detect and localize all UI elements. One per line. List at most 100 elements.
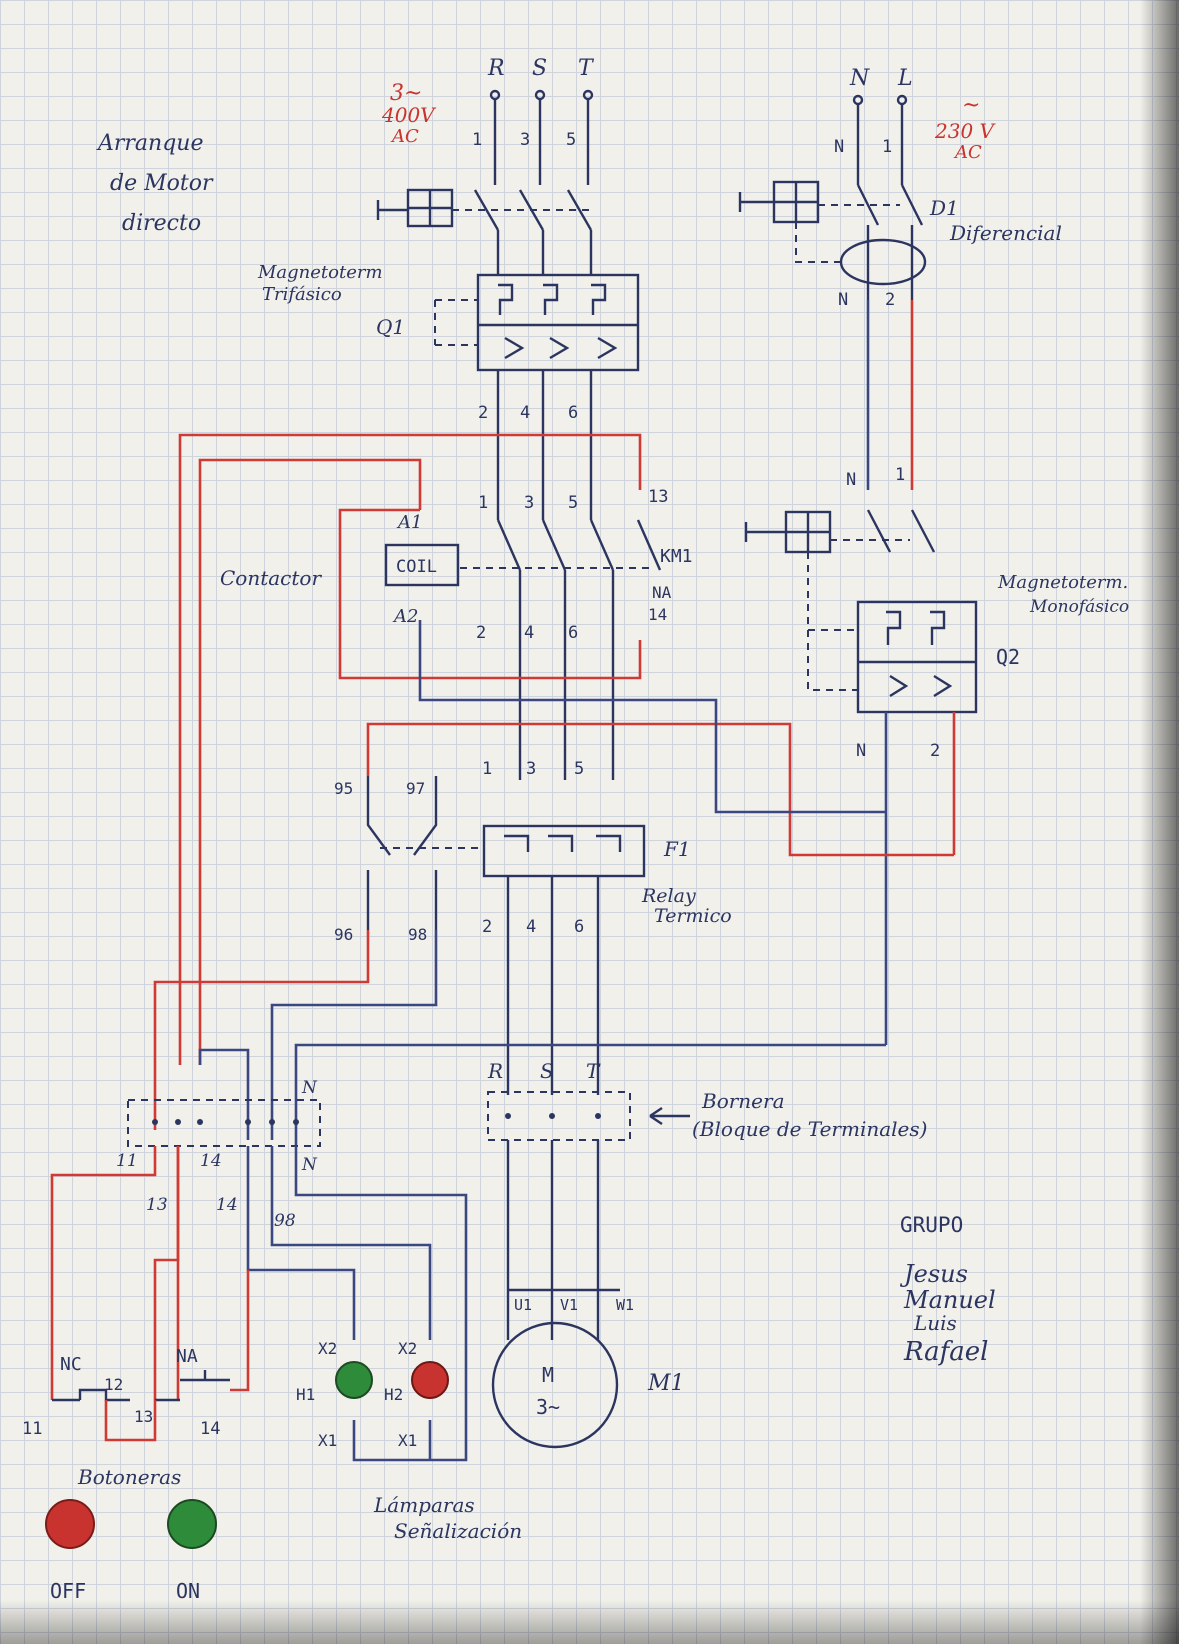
h1-lamp-green	[335, 1361, 373, 1399]
member-2: Manuel	[903, 1286, 996, 1314]
terminal-r-dot	[489, 89, 501, 101]
phase-n-label: N	[849, 66, 870, 91]
f1-in-1: 1	[482, 759, 492, 779]
supply-1ph-lines	[856, 104, 904, 185]
q1-in-3: 3	[520, 130, 530, 150]
paper-edge-shadow	[1140, 0, 1179, 1644]
wire-neutral-lamps	[294, 1146, 468, 1462]
f1-tag: F1	[663, 837, 691, 861]
control-wiring	[153, 433, 954, 1145]
km1-coil-box	[384, 543, 460, 587]
block-dot-5	[269, 1119, 275, 1125]
three-phase-supply: R S T 3~ 400V AC	[381, 56, 595, 185]
d1-label: Diferencial	[949, 221, 1062, 245]
wire-98-to-h2	[270, 1146, 432, 1340]
q2-out-n: N	[856, 741, 866, 761]
f1-aux-contacts	[366, 776, 438, 930]
motor-w1: W1	[616, 1296, 634, 1314]
q1-dashed-link	[434, 299, 478, 346]
blue-98-to-block	[270, 930, 438, 1140]
q2-in-1: 1	[895, 465, 905, 485]
motor-symbol-3ph: 3~	[536, 1395, 560, 1419]
h2-tag: H2	[384, 1385, 403, 1404]
d1-out-2: 2	[885, 290, 895, 310]
button-off-label: OFF	[50, 1579, 86, 1603]
h2-x1: X1	[398, 1431, 417, 1450]
km1-aux-label: NA	[652, 583, 672, 602]
blue-neutral-bus	[294, 1043, 886, 1145]
km1-coil-label: COIL	[396, 557, 437, 577]
q1-out-2: 2	[478, 403, 488, 423]
group-members: GRUPO Jesus Manuel Luis Rafael	[899, 1213, 996, 1367]
q2-magnetic-symbols	[889, 674, 953, 698]
q1-breaker: 1 3 5 Magnetoterm Trifásico Q1 2 4 6	[257, 130, 640, 520]
wire-nc-to-na	[104, 1400, 157, 1442]
d1-in-n: N	[834, 137, 844, 157]
red-relay-feed	[366, 722, 954, 857]
phase-s-label: S	[532, 56, 547, 81]
q2-dashed-link	[807, 552, 858, 691]
q2-handle	[744, 512, 830, 552]
f1-out-2: 2	[482, 917, 492, 937]
f1-aux-98: 98	[408, 925, 427, 944]
block-dot-2	[175, 1119, 181, 1125]
lamps-label-line1: Lámparas	[373, 1493, 475, 1517]
q2-out-2: 2	[930, 741, 940, 761]
d1-dashed-link	[795, 222, 841, 263]
f1-aux-95: 95	[334, 779, 353, 798]
button-na-14: 14	[200, 1419, 220, 1439]
button-on-label: ON	[176, 1579, 200, 1603]
f1-out-6: 6	[574, 917, 584, 937]
q1-tag: Q1	[376, 315, 405, 339]
f1-label-line1: Relay	[641, 885, 696, 907]
f1-aux-96: 96	[334, 925, 353, 944]
block-top-n: N	[301, 1078, 318, 1098]
km1-a2: A2	[392, 606, 418, 627]
q1-label-line1: Magnetoterm	[257, 262, 383, 283]
rating-1ph-line1: ~	[962, 93, 980, 118]
phase-r-label: R	[487, 56, 505, 81]
terminal-l-dot	[896, 94, 908, 106]
km1-out-14: 14	[648, 605, 667, 624]
wire-na-return	[230, 1270, 250, 1392]
terminal-t-dot	[582, 89, 594, 101]
block-dot-6	[293, 1119, 299, 1125]
control-block-outline	[127, 1099, 321, 1147]
red-control-a1	[198, 458, 422, 1065]
motor-u1: U1	[514, 1296, 532, 1314]
bornera-arrow	[649, 1107, 690, 1125]
phase-l-label: L	[897, 66, 913, 91]
km1-contactor: 1 3 5 13 COIL A1 A2 Contactor KM1 NA 2 4…	[220, 487, 693, 780]
q2-contacts	[866, 509, 936, 553]
wire-to-h1	[246, 1146, 356, 1340]
km1-out-2: 2	[476, 623, 486, 643]
button-na-label: NA	[176, 1346, 198, 1367]
button-na-symbol	[155, 1370, 230, 1402]
q1-to-km1-lines	[496, 370, 593, 520]
wire-13-to-na	[153, 1146, 180, 1400]
lamps-label-line2: Señalización	[394, 1519, 522, 1543]
block-label-14b: 14	[216, 1195, 238, 1215]
h2-x2: X2	[398, 1339, 417, 1358]
bornera-outline	[487, 1091, 631, 1141]
member-4: Rafael	[903, 1337, 989, 1367]
q2-breaker: N 1 Magnetoterm. Monofásico Q2 N 2	[744, 465, 1129, 1045]
terminal-n-dot	[852, 94, 864, 106]
block-label-14: 14	[200, 1151, 222, 1171]
block-dot-1	[152, 1119, 158, 1125]
block-dot-3	[197, 1119, 203, 1125]
f1-to-bornera-lines	[506, 876, 600, 1095]
diagram-title: Arranque de Motor directo	[96, 131, 214, 236]
rating-1ph-line3: AC	[953, 142, 982, 163]
bornera-label-line1: Bornera	[701, 1089, 785, 1113]
block-dot-4	[245, 1119, 251, 1125]
red-contactor-loop	[338, 508, 642, 680]
bornera-dot-s	[549, 1113, 555, 1119]
bornera-dot-t	[595, 1113, 601, 1119]
q2-label-line1: Magnetoterm.	[997, 572, 1128, 593]
q1-in-5: 5	[566, 130, 576, 150]
f1-bimetal-symbols	[504, 834, 622, 852]
km1-out-4: 4	[524, 623, 534, 643]
q1-out-6: 6	[568, 403, 578, 423]
